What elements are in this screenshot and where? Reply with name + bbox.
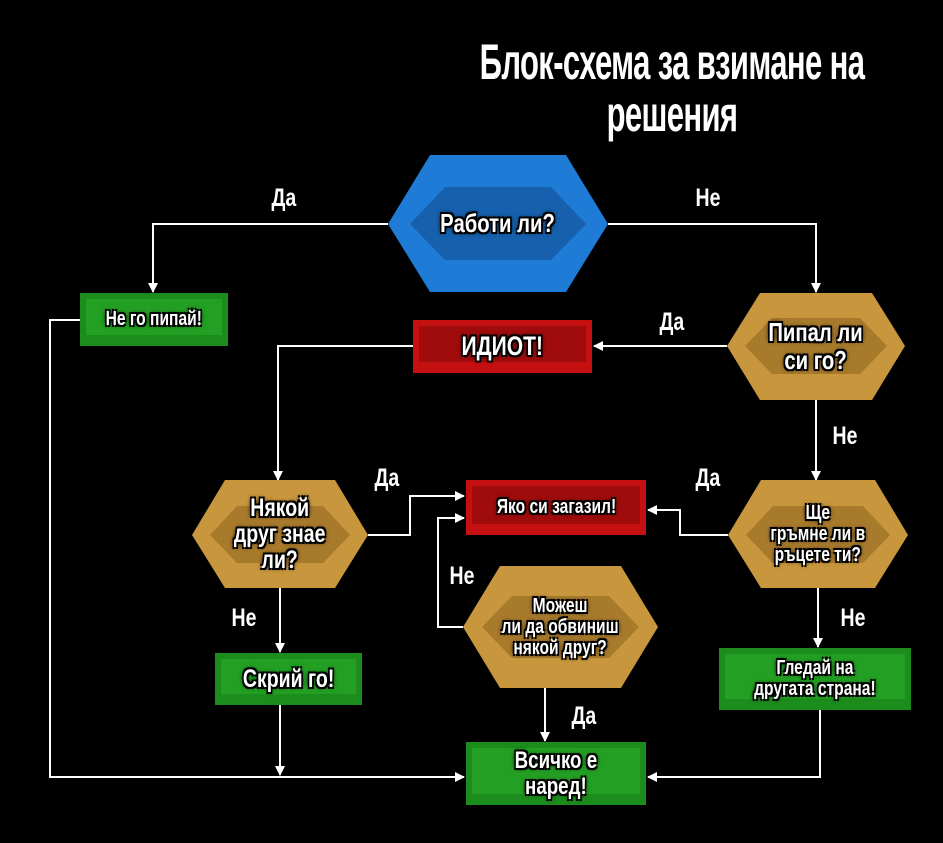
box-dont-touch: Не го пипай! (105, 308, 203, 330)
box-in-trouble-shape (466, 480, 646, 535)
decision-explode-shape (728, 480, 908, 588)
edge-works-no (608, 223, 821, 293)
decision-someone-knows: Някой друг знае ли? (234, 493, 326, 575)
edge-explode-yes (647, 505, 728, 536)
label-explode-yes: Да (695, 463, 721, 492)
box-dont-touch-shape (80, 293, 228, 346)
decision-works-shape (388, 155, 608, 292)
box-hide: Скрий го! (242, 664, 335, 693)
box-look-away: Гледай на другата страна! (754, 657, 876, 700)
box-all-good-shape (466, 742, 646, 805)
decision-blame-shape (463, 566, 658, 688)
connector-lines (49, 223, 823, 782)
label-touched-no: Не (832, 421, 858, 450)
label-works-no: Не (695, 183, 721, 212)
box-all-good: Всичко е наред! (514, 747, 598, 800)
decision-knows-shape (192, 480, 368, 588)
edge-idiot-to-knows (273, 345, 413, 481)
edge-look-away-to-ok (647, 710, 821, 782)
edge-dont-touch-to-ok (49, 319, 465, 782)
box-idiot-shape (413, 320, 592, 373)
edge-knows-yes (368, 491, 465, 536)
label-knows-no: Не (231, 603, 257, 632)
page-title: Блок-схема за взимане на решения (479, 33, 865, 142)
decision-touched: Пипал ли си го? (768, 317, 864, 375)
label-explode-no: Не (840, 603, 866, 632)
label-blame-no: Не (449, 561, 475, 590)
label-blame-yes: Да (571, 701, 597, 730)
decision-works: Работи ли? (440, 207, 556, 238)
label-works-yes: Да (271, 183, 297, 212)
box-look-away-shape (719, 648, 911, 710)
decision-explode: Ще гръмне ли в ръцете ти? (770, 501, 866, 566)
edge-works-yes (148, 223, 388, 293)
box-hide-shape (215, 653, 362, 705)
box-in-trouble: Яко си загазил! (496, 496, 616, 518)
edge-blame-no (437, 513, 465, 628)
decision-touched-shape (727, 293, 905, 400)
label-knows-yes: Да (374, 463, 400, 492)
label-touched-yes: Да (659, 307, 685, 336)
decision-blame: Можеш ли да обвиниш някой друг? (501, 594, 620, 659)
box-idiot: ИДИОТ! (461, 331, 544, 362)
